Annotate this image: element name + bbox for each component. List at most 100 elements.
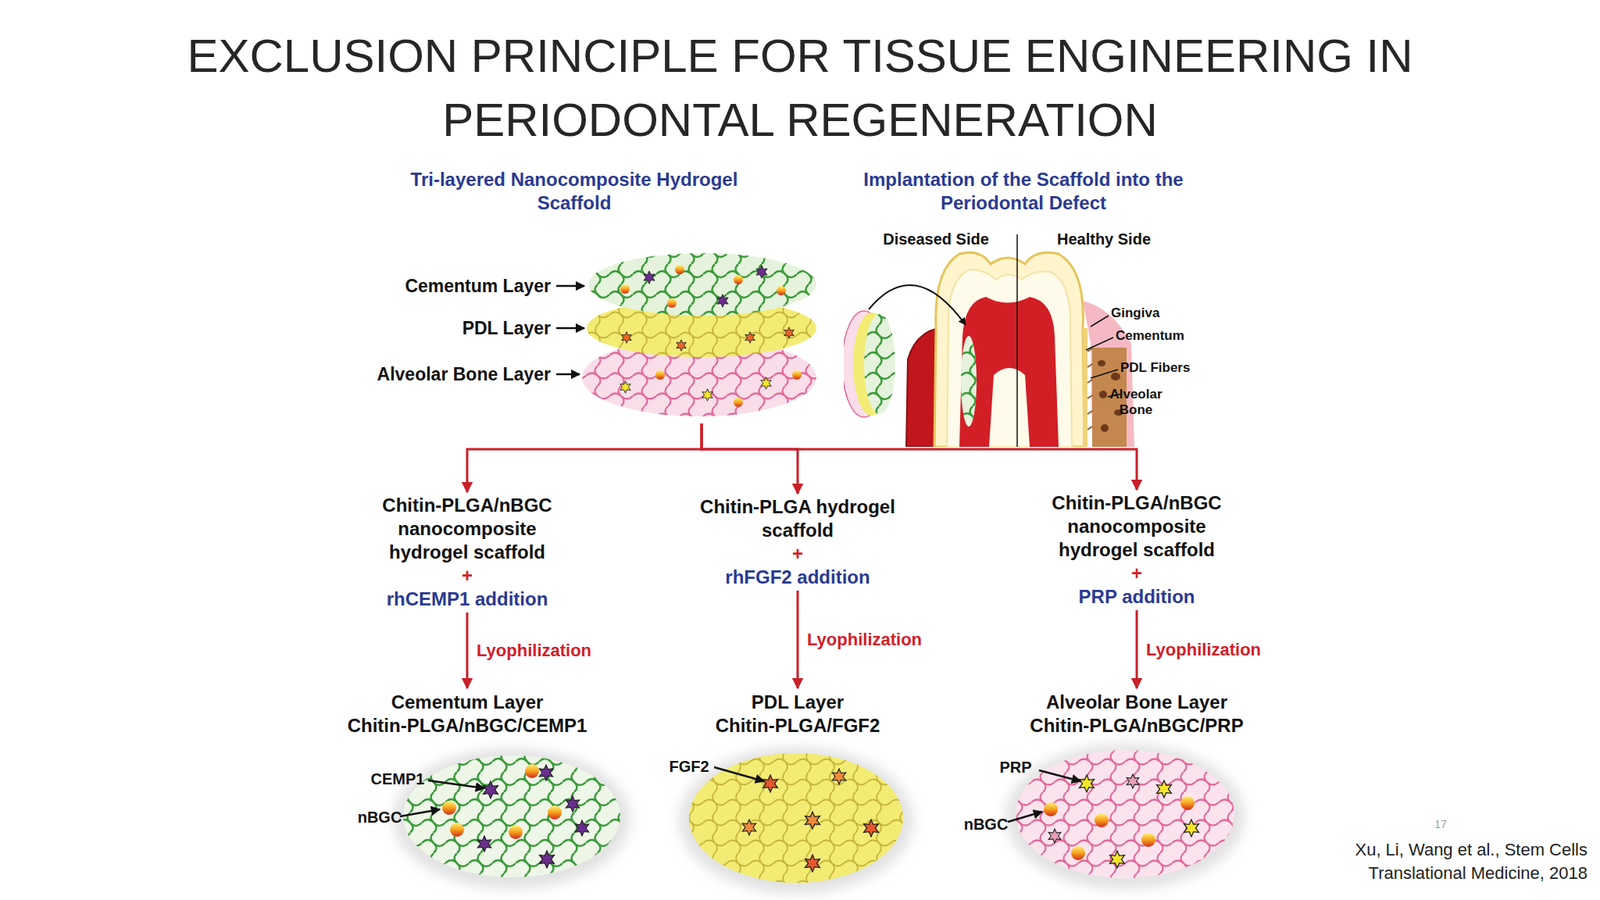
cemp1-particle [539,850,555,868]
cementum-layer [588,253,817,316]
bone-pore [1097,360,1106,367]
part-label: Healthy Side [1057,229,1151,249]
part-label: PDL Layer [462,317,551,340]
cementum-layer-detail [392,748,631,890]
page-number: 17 [1434,817,1447,832]
leader-arrow [556,327,585,330]
cemp1-particle [717,294,729,308]
leader-arrow [400,809,440,817]
scaffold-oval [864,314,896,415]
pulp [959,296,1059,447]
nbgc-particle [450,822,465,837]
prp-particle [1184,819,1200,837]
part-label: Gingiva [1110,305,1160,322]
fgf2-particle [864,819,879,837]
nbgc-particle [655,370,665,380]
cemp1-particle [643,271,655,284]
flow-arrow [467,423,702,493]
bone-pore [1100,424,1109,433]
faint-particle [1048,828,1061,843]
fgf2-particle [742,819,756,836]
leader-arrow [1007,811,1043,822]
layer-result: Alveolar Bone LayerChitin-PLGA/nBGC/PRP [1003,690,1270,738]
halo [678,746,914,894]
node-text: Chitin-PLGA/nBGC/PRP [1003,714,1270,738]
nbgc-particle [733,397,743,408]
halo [392,748,631,890]
cemp1-particle [477,835,491,852]
node-text: + [369,564,565,588]
process-step: Chitin-PLGA/nBGC nanocomposite hydrogel … [1039,491,1235,609]
leader-arrow [556,373,580,376]
node-text: rhFGF2 addition [684,565,911,590]
scaffold-stack [556,253,817,417]
nbgc-particle [792,370,802,380]
process-step: Chitin-PLGA hydrogel scaffold+rhFGF2 add… [684,495,911,590]
nbgc-particle [1094,813,1109,828]
nbgc-particle [1180,796,1195,811]
citation: Xu, Li, Wang et al., Stem Cells Translat… [1345,838,1588,886]
nbgc-particle [1141,832,1156,847]
flow-arrow [796,590,800,689]
fgf2-particle [621,332,633,344]
part-label: Cementum Layer [404,275,551,297]
leader-arrow [428,780,485,789]
leader-line [1085,315,1122,397]
bone-pore [1099,390,1108,399]
part-label: Diseased Side [882,229,990,249]
part-label: Cementum [1115,328,1185,344]
implanted-mesh [960,335,977,427]
node-text: Chitin-PLGA/nBGC/CEMP1 [334,714,600,738]
nbgc-particle [508,825,523,840]
fgf2-particle [676,339,687,352]
nbgc-particle [675,264,685,275]
slide-title: EXCLUSION PRINCIPLE FOR TISSUE ENGINEERI… [135,24,1465,153]
part-label: PRP [999,757,1032,777]
prp-particle [1110,850,1125,868]
layer-result: PDL LayerChitin-PLGA/FGF2 [664,690,931,738]
bone-layer-detail [1005,743,1245,890]
node-heading: Chitin-PLGA/nBGC nanocomposite hydrogel … [369,493,565,565]
pdl-fibers [1087,348,1093,430]
edge-label: Lyophilization [807,629,922,650]
flow-arrow [701,423,1137,490]
node-heading: Chitin-PLGA/nBGC nanocomposite hydrogel … [1039,491,1235,562]
bone-pore [1110,372,1121,381]
nbgc-particle [667,298,677,308]
leader-arrow [714,767,765,782]
node-heading: Tri-layered Nanocomposite Hydrogel Scaff… [406,167,743,215]
node-heading: PDL Layer [664,690,931,715]
nbgc-particle [776,285,786,296]
nbgc-particle [1071,846,1086,861]
cemp1-particle [756,265,768,279]
fgf2-particle [745,332,756,344]
leader-arrow [1039,770,1081,782]
flow-arrow [701,423,798,494]
dentin [946,269,1072,447]
node-text: rhCEMP1 addition [369,587,565,611]
nbgc-particle [1043,802,1058,817]
flow-arrow [466,612,469,689]
cemp1-particle [565,796,579,812]
tooth-illustration [843,252,1135,447]
node-text: PRP addition [1039,585,1235,609]
layer-ellipse [689,753,904,883]
divider-line [1016,234,1018,447]
process-step: Chitin-PLGA/nBGC nanocomposite hydrogel … [369,493,565,611]
prp-particle [760,377,772,390]
part-label: Alveolar Bone Layer [377,363,551,386]
edge-label: Lyophilization [1146,639,1261,661]
layer-mesh [1015,750,1235,879]
cemp1-particle [539,764,553,781]
implant-arrow [868,285,966,325]
node-text: + [684,542,911,566]
node-heading: Alveolar Bone Layer [1003,690,1270,715]
faint-particle [1126,774,1140,789]
cementum [1082,328,1088,447]
part-label: PDL Fibers [1120,360,1190,376]
fgf2-particle [805,854,821,872]
node-heading: Chitin-PLGA hydrogel scaffold [684,495,911,543]
prp-particle [620,381,631,393]
cementum-mesh [588,253,817,316]
